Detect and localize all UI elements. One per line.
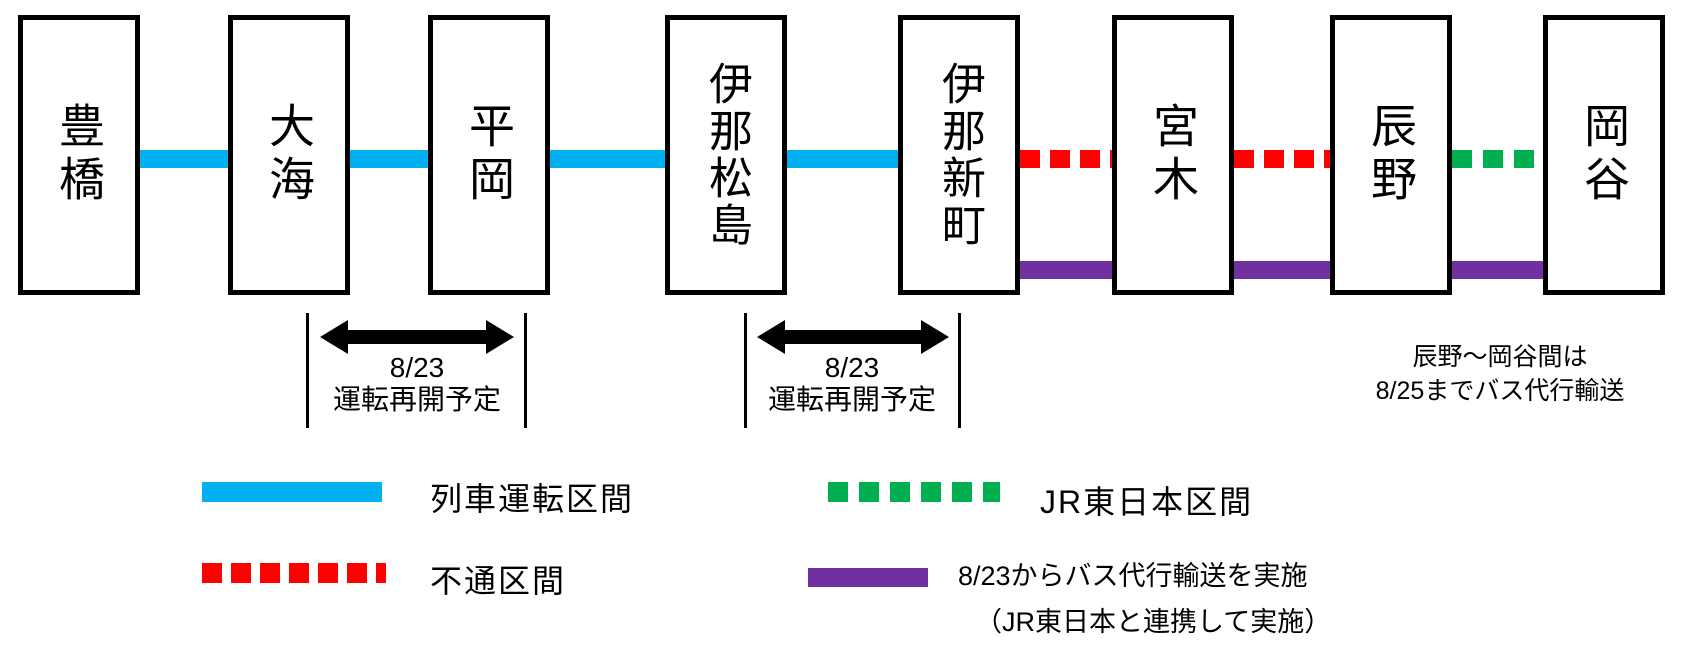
resume1-label: 運転再開予定 [332,384,501,415]
legend-label-operating: 列車運転区間 [430,481,635,517]
legend-swatch-jreast-line [828,482,1000,502]
station-box-ohmi: 大海 [228,15,350,295]
tatsuno-okaya-note-line1: 辰野～岡谷間は [1412,343,1588,371]
segment-toyohashi-ohmi-operating [140,150,228,168]
legend-swatch-operating-line [202,482,382,502]
resume2-right-tick [958,313,961,428]
segment-ohmi-hiraoka-operating [350,150,428,168]
segment-inamatsushima-inashinmachi-operating [787,150,898,168]
tatsuno-okaya-note: 辰野～岡谷間は 8/25までバス代行輸送 [1300,340,1686,408]
segment-inashinmachi-miyaki-suspended [1020,150,1112,168]
station-box-tatsuno: 辰野 [1330,15,1452,295]
station-box-inashinmachi: 伊那新町 [898,15,1020,295]
station-name-inamatsushima: 伊那松島 [702,61,751,249]
station-name-ohmi: 大海 [263,102,315,208]
station-name-okaya: 岡谷 [1578,102,1630,208]
legend-swatch-bus-line [808,568,928,587]
legend-label-jreast: JR東日本区間 [1040,484,1254,520]
resume1-date: 8/23 [389,352,445,383]
legend-label-bus-line1: 8/23からバス代行輸送を実施 [958,561,1308,591]
station-box-inamatsushima: 伊那松島 [665,15,787,295]
segment-inashinmachi-okaya-bus [1020,261,1543,279]
resume1-left-tick [306,313,309,428]
resume2-left-tick [744,313,747,428]
legend-label-suspended: 不通区間 [430,563,567,599]
segment-miyaki-tatsuno-suspended [1234,150,1330,168]
tatsuno-okaya-note-line2: 8/25までバス代行輸送 [1375,377,1625,405]
station-box-toyohashi: 豊橋 [18,15,140,295]
resume1-arrow-right-head-icon [486,320,514,354]
station-box-okaya: 岡谷 [1543,15,1665,295]
segment-hiraoka-inamatsushima-operating [550,150,665,168]
resume2-arrow-right-head-icon [921,320,949,354]
legend-swatch-suspended-line [202,563,386,583]
resume2-arrow-left-head-icon [757,320,785,354]
station-name-miyaki: 宮木 [1147,102,1199,208]
resume2-arrow-body [781,330,923,344]
station-box-miyaki: 宮木 [1112,15,1234,295]
station-name-hiraoka: 平岡 [463,102,515,208]
station-name-toyohashi: 豊橋 [53,102,105,208]
station-name-inashinmachi: 伊那新町 [935,61,984,249]
segment-tatsuno-okaya-jreast [1452,150,1543,168]
station-box-hiraoka: 平岡 [428,15,550,295]
resume2-date: 8/23 [824,352,880,383]
resume1-arrow-left-head-icon [320,320,348,354]
legend-label-bus-line2: （JR東日本と連携して実施） [975,607,1332,637]
station-name-tatsuno: 辰野 [1365,102,1417,208]
resume1-arrow-body [344,330,490,344]
resume2-label: 運転再開予定 [767,384,936,415]
resume1-right-tick [524,313,527,428]
